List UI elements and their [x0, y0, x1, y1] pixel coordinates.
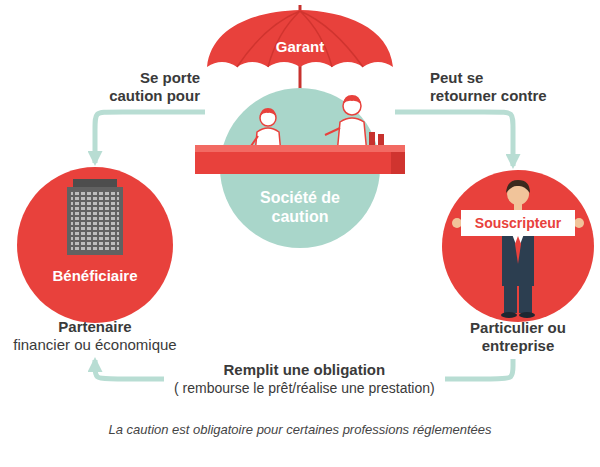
subscriber-circle: Particulier ou entreprise Souscripteur	[432, 170, 594, 357]
surety-company-circle: Société de caution	[220, 88, 380, 248]
node-heading: Partenaire	[0, 318, 190, 336]
node-heading: Particulier ou entreprise	[468, 319, 568, 355]
person-hair	[506, 180, 530, 193]
desk-side	[391, 152, 405, 174]
person-leg	[519, 284, 532, 313]
person-shoe	[501, 312, 517, 318]
circle-shape	[442, 170, 594, 322]
edge-label-box: Se porte caution pour	[90, 69, 200, 105]
text-slot: Garant	[205, 38, 395, 56]
building-body	[67, 187, 123, 255]
note-text: ( rembourse le prêt/réalise une prestati…	[174, 379, 435, 397]
flow-arrow	[395, 112, 513, 166]
edge-label: Peut se retourner contre	[430, 69, 550, 105]
advisor-arm	[325, 128, 340, 135]
text-slot: Souscripteur	[442, 210, 594, 236]
person-suit	[502, 234, 534, 286]
desk-top	[195, 145, 405, 153]
text-slot: Bénéficiaire	[17, 267, 173, 285]
desk-item	[378, 134, 384, 146]
person-illustration	[442, 170, 594, 322]
circle-shape	[17, 167, 173, 323]
edge-label-box: Peut se retourner contre	[430, 69, 550, 105]
text-column: Partenairefinancier ou économique	[0, 318, 190, 354]
flow-arrow	[95, 112, 205, 163]
caption: La caution est obligatoire pour certaine…	[0, 422, 600, 438]
node-title: Bénéficiaire	[17, 267, 173, 285]
text-column: Particulier ou entreprise	[468, 319, 568, 355]
text-slot: Société de caution	[245, 188, 355, 226]
building-windows	[71, 192, 119, 251]
edge-label-box: Remplit une obligation( rembourse le prê…	[164, 360, 445, 398]
clerk-arm	[251, 136, 258, 146]
edge-label: Se porte caution pour	[90, 69, 200, 105]
text-slot: Partenaire	[0, 318, 190, 336]
building-illustration	[57, 177, 133, 255]
desk-front	[195, 152, 405, 174]
person-hand	[574, 218, 584, 228]
flow-arrow	[95, 359, 513, 379]
advisor-hair	[343, 95, 361, 104]
node-description: financier ou économique	[0, 336, 190, 354]
node-title: Société de caution	[245, 188, 355, 226]
desk-item	[369, 132, 375, 146]
person-leg	[504, 284, 517, 313]
text-slot: Particulier ou entreprise	[468, 319, 568, 355]
person-tie	[515, 236, 521, 264]
edge-label: Remplit une obligation	[174, 361, 435, 379]
beneficiary-circle: Partenairefinancier ou économique Bénéfic…	[0, 167, 190, 356]
node-title: Garant	[205, 38, 395, 56]
clerk-hair	[260, 108, 276, 116]
text-slot: financier ou économique	[0, 336, 190, 354]
sign-label: Souscripteur	[461, 210, 575, 236]
person-shoe	[519, 312, 535, 318]
